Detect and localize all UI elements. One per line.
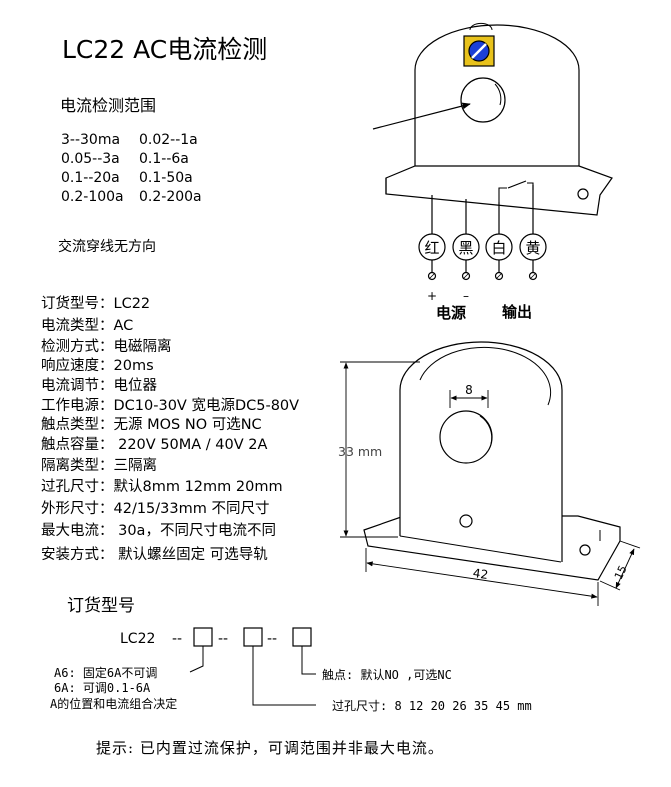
range-value: 0.02--1a [139, 132, 198, 148]
range-value: 0.1--6a [139, 151, 189, 167]
range-row: 0.1--20a 0.1-50a [61, 170, 193, 186]
potentiometer-icon [463, 22, 495, 67]
spec-line: 电流调节：电位器 [41, 378, 157, 394]
tip-note: 提示: 已内置过流保护，可调范围并非最大电流。 [96, 739, 444, 757]
ordering-code-diagram [189, 627, 316, 706]
range-row: 3--30ma 0.02--1a [61, 132, 198, 148]
hole-size-option: 过孔尺寸: 8 12 20 26 35 45 mm [332, 699, 532, 713]
output-label: 输出 [502, 303, 532, 321]
spec-line: 检测方式：电磁隔离 [41, 339, 172, 355]
spec-line: 触点容量： 220V 50MA / 40V 2A [41, 437, 268, 453]
spec-line: 响应速度：20ms [41, 358, 154, 374]
range-value: 3--30ma [61, 132, 121, 148]
power-label: 电源 [436, 304, 466, 322]
spec-line: 隔离类型：三隔离 [41, 458, 157, 474]
range-value: 0.05--3a [61, 151, 120, 167]
spec-line: 订货型号：LC22 [41, 296, 151, 312]
contact-option: 触点: 默认NO ,可选NC [322, 667, 452, 682]
sensor-dimension-view [340, 341, 641, 606]
ordering-heading: 订货型号 [67, 596, 135, 616]
range-value: 0.1-50a [139, 170, 193, 186]
spec-line: 过孔尺寸：默认8mm 12mm 20mm [41, 479, 283, 495]
spec-line: 最大电流： 30a，不同尺寸电流不同 [41, 523, 276, 539]
ac-direction-note: 交流穿线无方向 [58, 239, 156, 255]
option-a-line: A的位置和电流组合决定 [50, 696, 177, 711]
page-title: LC22 AC电流检测 [62, 35, 268, 64]
range-row: 0.05--3a 0.1--6a [61, 151, 189, 167]
spec-line: 安装方式： 默认螺丝固定 可选导轨 [41, 547, 268, 563]
spec-line: 电流类型：AC [41, 318, 134, 334]
wire-label-red: 红 [424, 239, 439, 257]
wire-label-white: 白 [491, 239, 506, 257]
range-heading: 电流检测范围 [60, 96, 157, 115]
height-dimension: 33 mm [338, 444, 382, 459]
wire-label-black: 黑 [458, 239, 473, 257]
spec-line: 触点类型：无源 MOS NO 可选NC [41, 417, 262, 433]
spec-line: 工作电源：DC10-30V 宽电源DC5-80V [41, 398, 300, 414]
order-separator: -- [172, 631, 182, 647]
minus-sign: – [463, 289, 469, 303]
plus-sign: + [427, 289, 437, 303]
hole-dimension: 8 [465, 383, 473, 397]
range-row: 0.2-100a 0.2-200a [61, 189, 202, 205]
order-separator: -- [267, 631, 277, 647]
option-a-line: A6: 固定6A不可调 [54, 665, 157, 680]
sensor-top-view [372, 22, 613, 281]
range-value: 0.2-200a [139, 189, 202, 205]
spec-line: 外形尺寸：42/15/33mm 不同尺寸 [41, 501, 270, 517]
range-value: 0.1--20a [61, 170, 120, 186]
order-model-code: LC22 [120, 631, 155, 647]
width-dimension: 42 [472, 566, 489, 582]
range-value: 0.2-100a [61, 189, 124, 205]
order-separator: -- [218, 631, 228, 647]
wire-label-yellow: 黄 [525, 239, 540, 257]
option-a-line: 6A: 可调0.1-6A [54, 681, 151, 695]
depth-dimension: 15 [612, 563, 630, 581]
